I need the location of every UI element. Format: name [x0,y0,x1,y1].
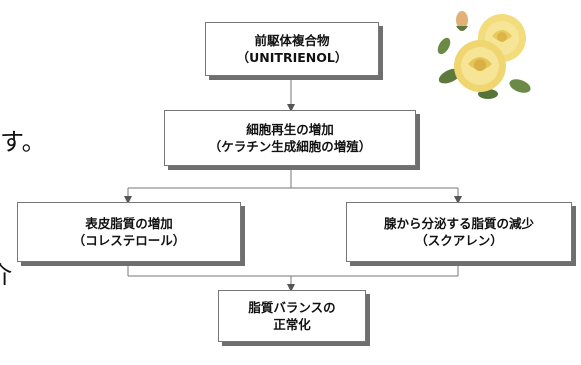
node-precursor-title: 前駆体複合物 [254,33,330,48]
node-regeneration-subtitle: （ケラチン生成細胞の増殖） [208,139,372,154]
node-sebaceous-subtitle: （スクアレン） [415,233,503,248]
yellow-rose-image [437,11,531,99]
rose-bloom-front [454,40,506,92]
rose-bud [456,11,468,31]
node-balance-subtitle: 正常化 [273,317,311,332]
node-precursor: 前駆体複合物 （UNITRIENOL） [205,22,379,76]
cut-off-text-glyph: 介 [0,263,12,287]
node-epidermal-title: 表皮脂質の増加 [85,216,173,231]
node-sebaceous-lipid: 腺から分泌する脂質の減少 （スクアレン） [346,202,572,262]
node-epidermal-subtitle: （コレステロール） [72,233,186,248]
node-sebaceous-title: 腺から分泌する脂質の減少 [383,216,534,231]
node-regeneration-title: 細胞再生の増加 [246,122,334,137]
cut-off-text-su: す。 [0,128,46,156]
node-lipid-balance: 脂質バランスの 正常化 [218,290,366,342]
node-cell-regeneration: 細胞再生の増加 （ケラチン生成細胞の増殖） [164,110,416,166]
node-balance-title: 脂質バランスの [248,300,336,315]
node-precursor-subtitle: （UNITRIENOL） [236,50,348,65]
node-epidermal-lipid: 表皮脂質の増加 （コレステロール） [17,202,241,262]
